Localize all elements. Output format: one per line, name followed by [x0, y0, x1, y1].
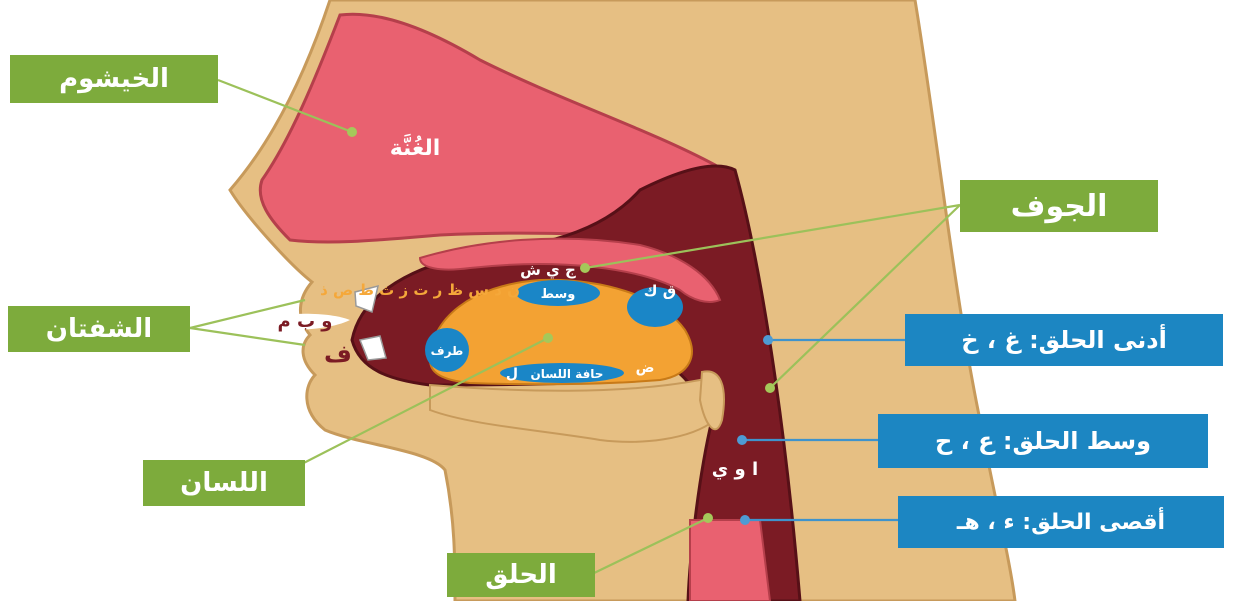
jim-shin-ya-text: ج ي ش [520, 261, 576, 280]
madd-letters-text: ا و ي [712, 459, 758, 480]
label-aqsa-halq: أقصى الحلق: ء ، هـ [898, 496, 1224, 548]
label-adna-halq: أدنى الحلق: غ ، خ [905, 314, 1223, 366]
ghunna-text: الغُنَّة [390, 133, 441, 161]
dot-tongue [543, 333, 553, 343]
label-wasat-halq: وسط الحلق: ع ، ح [878, 414, 1208, 468]
label-khayshum: الخيشوم [10, 55, 218, 103]
dot-wasat [737, 435, 747, 445]
dot-aqsa [740, 515, 750, 525]
haffa-text: حافة اللسان [531, 367, 604, 381]
uvula-pillar [690, 520, 770, 601]
fa-text: ف [324, 340, 352, 368]
label-shafatan: الشفتان [8, 306, 190, 352]
dot-throat [703, 513, 713, 523]
dot-jawf-mouth [580, 263, 590, 273]
dot-nasal [347, 127, 357, 137]
qaf-kaf-text: ق ك [644, 282, 676, 300]
label-halq: الحلق [447, 553, 595, 597]
lam-text: ل [506, 366, 518, 382]
lip-letters-text: و ب م [277, 311, 332, 332]
dad-text: ض [636, 360, 655, 376]
label-lisan: اللسان [143, 460, 305, 506]
wasat-text: وسط [541, 287, 576, 302]
dot-adna [763, 335, 773, 345]
tip-letters-text: ن د س ظ ر ت ز ث ط ص ذ [320, 281, 520, 299]
label-jawf: الجوف [960, 180, 1158, 232]
dot-jawf-throat [765, 383, 775, 393]
taraf-text: طرف [431, 344, 464, 358]
